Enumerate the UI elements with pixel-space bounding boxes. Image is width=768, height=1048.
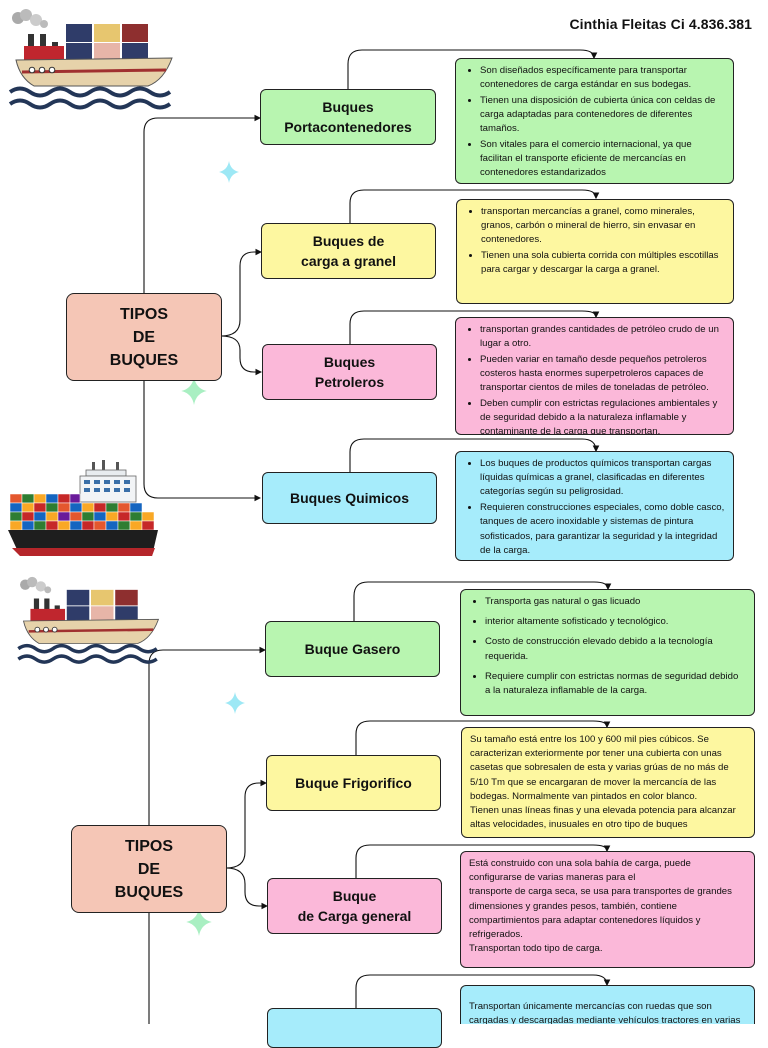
- root-line: DE: [132, 328, 156, 346]
- root-line: BUQUES: [114, 883, 184, 901]
- node-gasero: Buque Gasero: [265, 621, 440, 677]
- description-petroleros: transportan grandes cantidades de petról…: [455, 317, 734, 435]
- list-item: transportan grandes cantidades de petról…: [480, 323, 725, 351]
- node-label: carga a granel: [301, 253, 396, 269]
- description-carga-granel: transportan mercancías a granel, como mi…: [456, 199, 734, 304]
- description-quimicos: Los buques de productos químicos transpo…: [455, 451, 734, 561]
- description-frigorifico: Su tamaño está entre los 100 y 600 mil p…: [461, 727, 755, 838]
- sparkle-icon: [219, 161, 239, 183]
- sparkle-icon: [186, 908, 212, 936]
- paragraph: Tienen unas líneas finas y una elevada p…: [470, 805, 736, 831]
- list-item: Los buques de productos químicos transpo…: [480, 457, 725, 500]
- node-label: Buque Gasero: [304, 641, 401, 657]
- list-item: transportan mercancías a granel, como mi…: [481, 205, 725, 248]
- node-carga-general: Buque de Carga general: [267, 878, 442, 934]
- root-line: TIPOS: [119, 305, 168, 323]
- list-item: Pueden variar en tamaño desde pequeños p…: [480, 353, 725, 396]
- list-item: Son diseñados específicamente para trans…: [480, 64, 725, 92]
- description-roll-on: Transportan únicamente mercancías con ru…: [460, 985, 755, 1024]
- node-label: Portacontenedores: [284, 119, 412, 135]
- node-frigorifico: Buque Frigorifico: [266, 755, 441, 811]
- root-line: TIPOS: [124, 837, 173, 855]
- list-item: Transporta gas natural o gas licuado: [485, 595, 746, 609]
- list-item: Deben cumplir con estrictas regulaciones…: [480, 397, 725, 434]
- list-item: Requiere cumplir con estrictas normas de…: [485, 670, 746, 698]
- node-label: Buque: [332, 888, 377, 904]
- node-carga-granel: Buques de carga a granel: [261, 223, 436, 279]
- root-node: TIPOS DE BUQUES: [66, 293, 222, 381]
- list-item: interior altamente sofisticado y tecnoló…: [485, 615, 746, 629]
- container-ship-icon: [8, 460, 158, 556]
- description-gasero: Transporta gas natural o gas licuado int…: [460, 589, 755, 716]
- list-item: Costo de construcción elevado debido a l…: [485, 635, 746, 663]
- list-item: Requieren construcciones especiales, com…: [480, 501, 725, 558]
- node-quimicos: Buques Quimicos: [262, 472, 437, 524]
- description-carga-general: Está construido con una sola bahía de ca…: [460, 851, 755, 968]
- node-label: Buques Quimicos: [289, 490, 410, 506]
- node-label: Buques: [323, 354, 376, 370]
- node-roll-on: [267, 1008, 442, 1048]
- connector-lines: [143, 49, 612, 1024]
- paragraph: Transportan todo tipo de carga.: [469, 943, 603, 955]
- node-label: de Carga general: [297, 908, 412, 924]
- root-line: DE: [137, 860, 161, 878]
- root-node: TIPOS DE BUQUES: [71, 825, 227, 913]
- paragraph: transporte de carga seca, se usa para tr…: [469, 886, 732, 941]
- sparkle-icon: [181, 377, 207, 405]
- paragraph: Su tamaño está entre los 100 y 600 mil p…: [470, 734, 729, 802]
- author-name: Cinthia Fleitas Ci 4.836.381: [569, 16, 752, 32]
- root-line: BUQUES: [109, 351, 179, 369]
- list-item: Tienen una disposición de cubierta única…: [480, 94, 725, 137]
- list-item: Tienen una sola cubierta corrida con múl…: [481, 249, 725, 277]
- node-label: Petroleros: [314, 374, 385, 390]
- node-label: Buques: [322, 99, 374, 115]
- description-portacontenedores: Son diseñados específicamente para trans…: [455, 58, 734, 184]
- paragraph: Está construido con una sola bahía de ca…: [469, 858, 691, 884]
- node-label: Buque Frigorifico: [295, 775, 412, 791]
- list-item: Son vitales para el comercio internacion…: [480, 138, 725, 181]
- sparkle-icon: [225, 692, 245, 714]
- cargo-ship-icon: [17, 576, 160, 664]
- cargo-ship-icon: [8, 9, 173, 110]
- node-label: Buques de: [312, 233, 385, 249]
- paragraph: Transportan únicamente mercancías con ru…: [469, 1001, 741, 1024]
